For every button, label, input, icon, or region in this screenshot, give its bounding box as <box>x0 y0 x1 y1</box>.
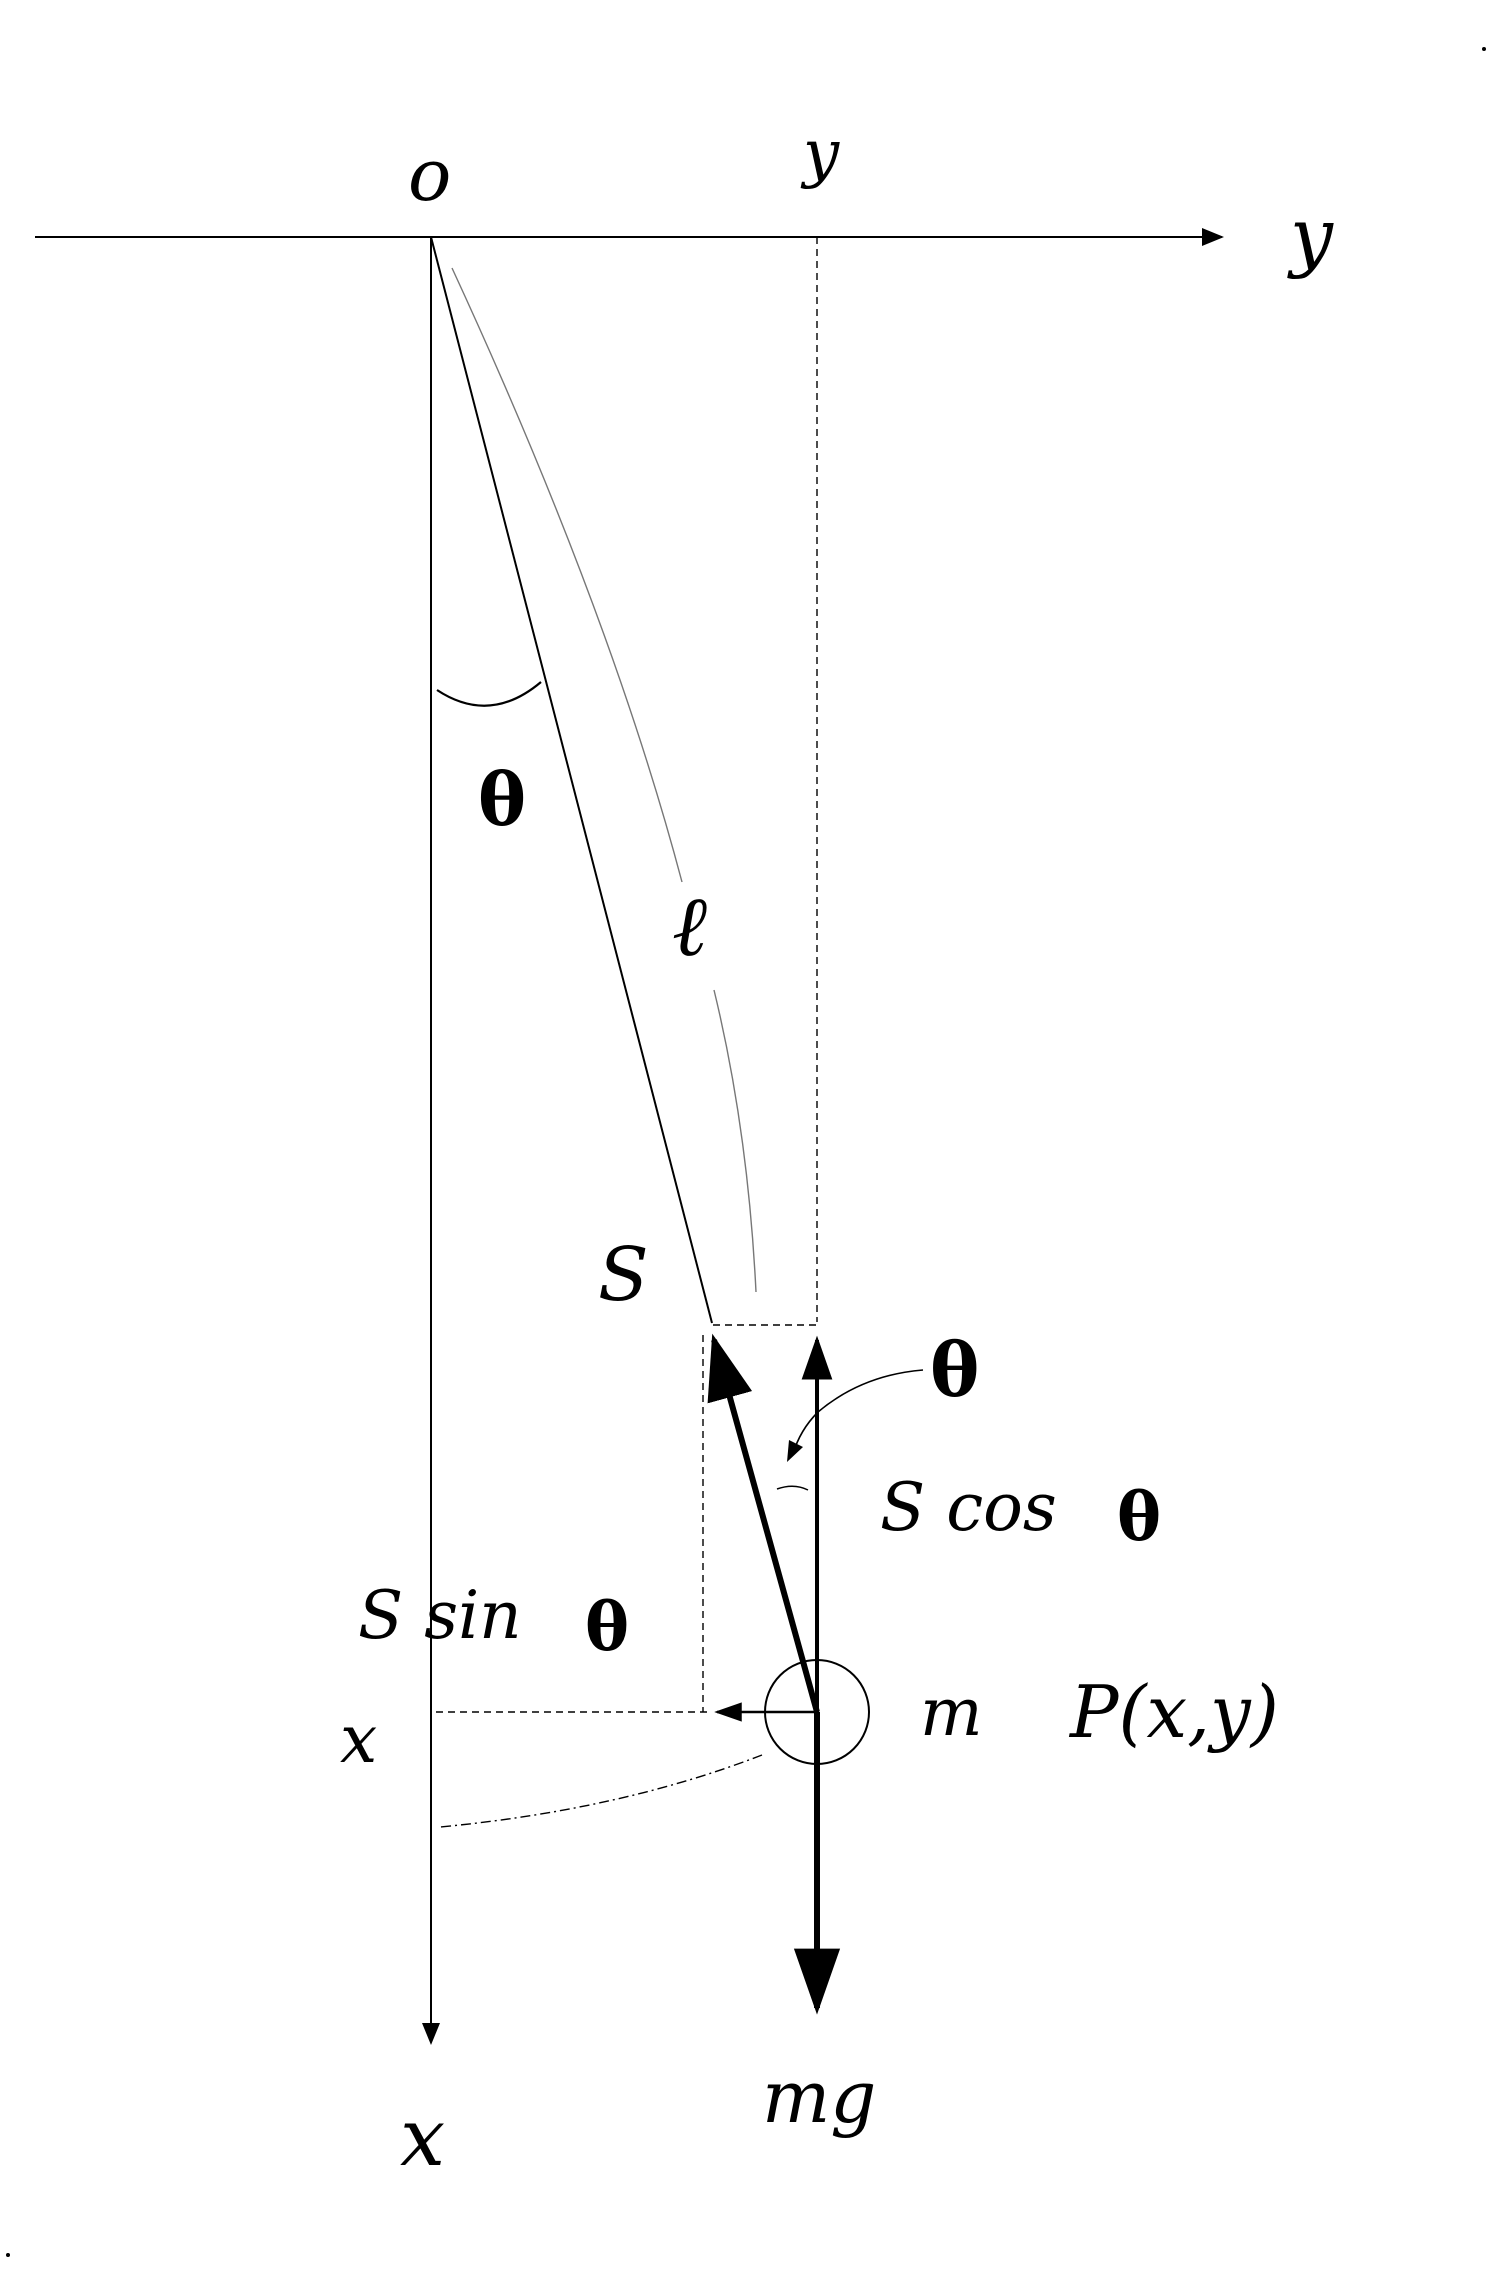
origin-label: o <box>408 133 451 217</box>
y-top-label: y <box>800 117 840 191</box>
s-sin-label: S sin <box>358 1577 522 1654</box>
s-sin-theta-label: θ <box>585 1588 629 1666</box>
theta-pointer-label: θ <box>930 1328 979 1414</box>
tension-label: S <box>598 1232 649 1318</box>
theta-angle-arc <box>436 681 542 707</box>
s-cos-theta-label: θ <box>1117 1478 1161 1556</box>
swing-path-arc <box>439 1754 763 1828</box>
weight-label: mg <box>762 2055 876 2139</box>
mass-label: m <box>920 1674 983 1751</box>
x-level-label: x <box>340 1701 377 1778</box>
theta-top-label: θ <box>478 757 526 842</box>
lower-theta-arc <box>776 1485 809 1491</box>
x-axis-label: x <box>400 2091 445 2184</box>
s-cos-label: S cos <box>880 1469 1057 1546</box>
point-label: P(x,y) <box>1068 1670 1279 1754</box>
length-arc-lower <box>713 989 757 1293</box>
x-axis-arrowhead <box>422 2023 440 2045</box>
theta-pointer-arrowhead <box>787 1440 803 1462</box>
corner-dot <box>1482 47 1486 51</box>
corner-dot <box>6 2253 10 2257</box>
theta-pointer-curve <box>792 1369 924 1455</box>
tension-vector <box>707 1333 820 1713</box>
length-arc-upper <box>451 267 683 883</box>
length-label: ℓ <box>672 877 707 975</box>
y-axis-label: y <box>1287 191 1334 280</box>
y-axis-arrowhead <box>1202 228 1224 246</box>
pendulum-string <box>430 236 713 1324</box>
